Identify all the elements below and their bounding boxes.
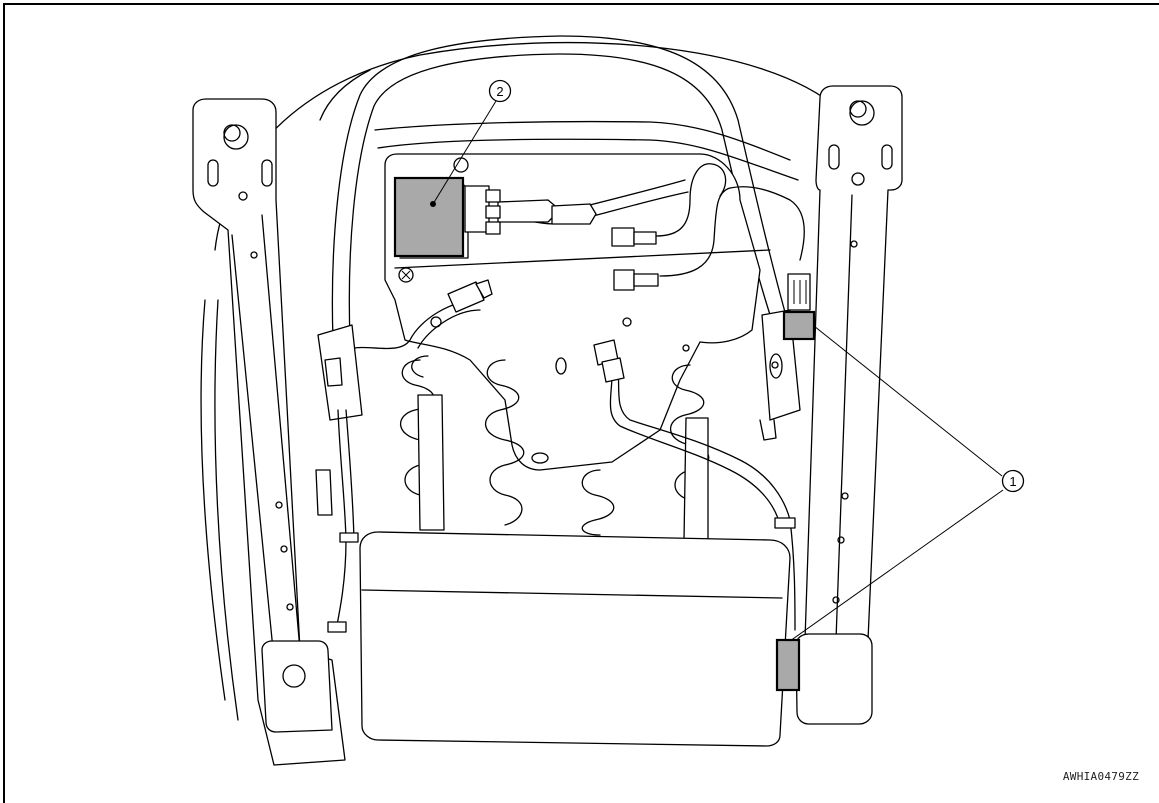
callout-2: 2 (488, 79, 512, 103)
connector-upper-middle (611, 227, 657, 247)
lower-cushion-pad (359, 531, 791, 747)
callout-2-circle (488, 79, 512, 103)
control-unit (393, 176, 501, 259)
marker-tape-lower (775, 638, 801, 692)
callout-2-number: 2 (496, 84, 503, 99)
seat-springs (399, 355, 710, 541)
right-frame-member (795, 85, 903, 725)
connectors (447, 227, 811, 383)
connector-right-upper (787, 273, 811, 311)
wire-harness (327, 163, 805, 633)
center-bracket (384, 153, 771, 471)
connector-mid (613, 269, 659, 291)
leader-lines (432, 100, 1004, 642)
left-frame-member (192, 98, 346, 766)
upper-tube-frame (331, 35, 799, 341)
connector-upper-left (447, 279, 493, 313)
marker-tapes (775, 310, 816, 692)
connector-center (593, 339, 625, 383)
marker-tape-upper (782, 310, 816, 341)
callout-1: 1 (1001, 469, 1025, 493)
callout-1-circle (1001, 469, 1025, 493)
callout-1-number: 1 (1009, 474, 1016, 489)
figure-frame (3, 3, 1159, 803)
figure-code: AWHIA0479ZZ (1062, 770, 1139, 783)
